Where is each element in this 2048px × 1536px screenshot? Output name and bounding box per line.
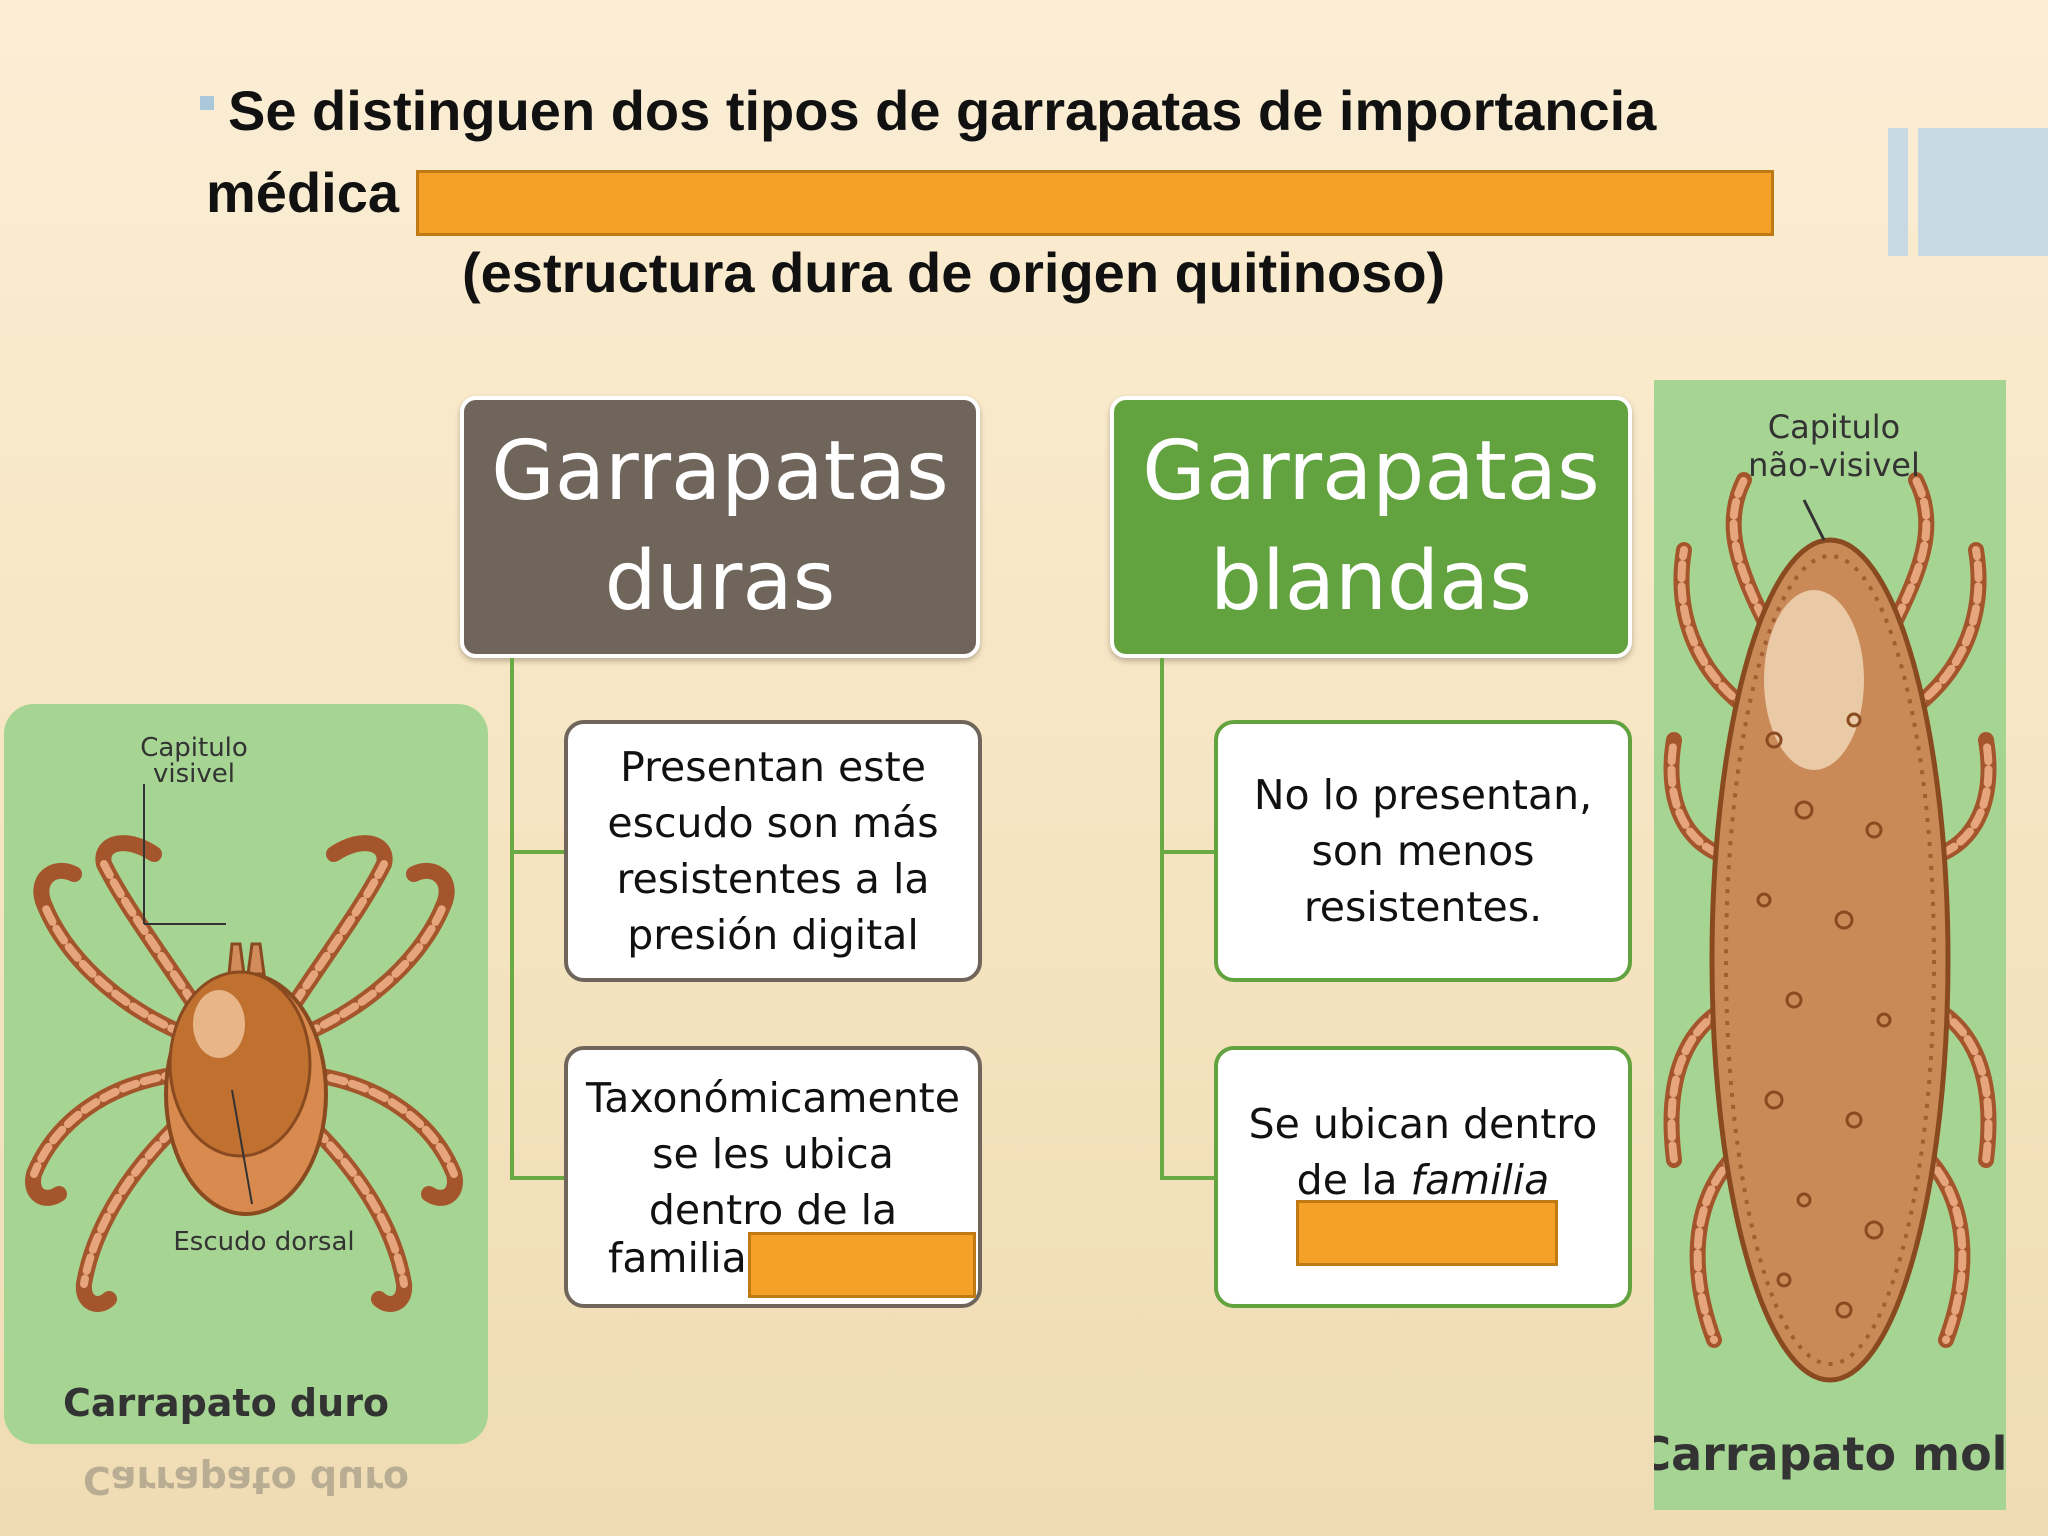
hard-tick-caption-reflection: Carrapato duro — [82, 1458, 410, 1502]
hard-tick-dorsal-shield — [168, 970, 312, 1158]
hard-tick-label-escudo: Escudo dorsal — [173, 1227, 354, 1257]
connector-hard-branch-2 — [510, 1176, 566, 1180]
connector-hard-branch-1 — [510, 850, 566, 854]
hard-tick-label-capitulo: Capitulo — [140, 733, 248, 763]
soft-tick-caption: Carrapato mole — [1654, 1427, 2006, 1481]
slide-title-line-3: (estructura dura de origen quitinoso) — [462, 241, 1446, 304]
hard-ticks-family-label: familia — [608, 1234, 747, 1282]
hard-ticks-description-box: Presentan este escudo son más resistente… — [564, 720, 982, 982]
connector-soft-vertical — [1160, 658, 1164, 1180]
soft-tick-mammillae — [1756, 712, 1892, 1319]
header-hard-ticks: Garrapatas duras — [460, 396, 980, 658]
header-soft-ticks: Garrapatas blandas — [1110, 396, 1632, 658]
header-hard-ticks-line1: Garrapatas — [491, 424, 949, 519]
header-soft-ticks-line2: blandas — [1209, 534, 1533, 629]
hard-tick-caption: Carrapato duro — [63, 1381, 389, 1425]
redaction-box-soft-family — [1296, 1200, 1558, 1266]
bullet-icon — [200, 96, 214, 111]
illustration-soft-tick-panel: Capitulo não-visivel Carrapato mole — [1637, 380, 2039, 1510]
illustration-hard-tick-panel: Capitulo visivel Escudo dorsal Carrapato… — [4, 704, 488, 1444]
redaction-box-hard-family — [748, 1232, 976, 1298]
header-soft-ticks-line1: Garrapatas — [1142, 424, 1600, 519]
hard-tick-capitulum — [227, 942, 246, 976]
hard-tick-label-visivel: visivel — [153, 759, 235, 789]
hard-ticks-taxonomy-box: Taxonómicamente se les ubica dentro de l… — [564, 1046, 982, 1308]
soft-ticks-description-box: No lo presentan, son menos resistentes. — [1214, 720, 1632, 982]
connector-soft-branch-1 — [1160, 850, 1216, 854]
connector-soft-branch-2 — [1160, 1176, 1216, 1180]
slide-title-line-2: médica — [206, 161, 399, 224]
connector-hard-vertical — [510, 658, 514, 1180]
redaction-box-title — [416, 170, 1774, 236]
corner-decoration-bar-thin — [1888, 128, 1908, 256]
corner-decoration-bar-wide — [1918, 128, 2048, 256]
soft-tick-label-nao-visivel: não-visivel — [1748, 446, 1920, 484]
soft-tick-label-capitulo: Capitulo — [1768, 408, 1900, 446]
soft-ticks-taxonomy-box: Se ubican dentro de la familia — [1214, 1046, 1632, 1308]
soft-tick-body — [1709, 537, 1951, 1383]
hard-tick-illustration: Capitulo visivel Escudo dorsal Carrapato… — [25, 733, 463, 1425]
soft-tick-illustration: Capitulo não-visivel Carrapato mole — [1637, 408, 2038, 1481]
slide-title-line-1: Se distinguen dos tipos de garrapatas de… — [200, 78, 1656, 143]
header-hard-ticks-line2: duras — [604, 534, 836, 629]
